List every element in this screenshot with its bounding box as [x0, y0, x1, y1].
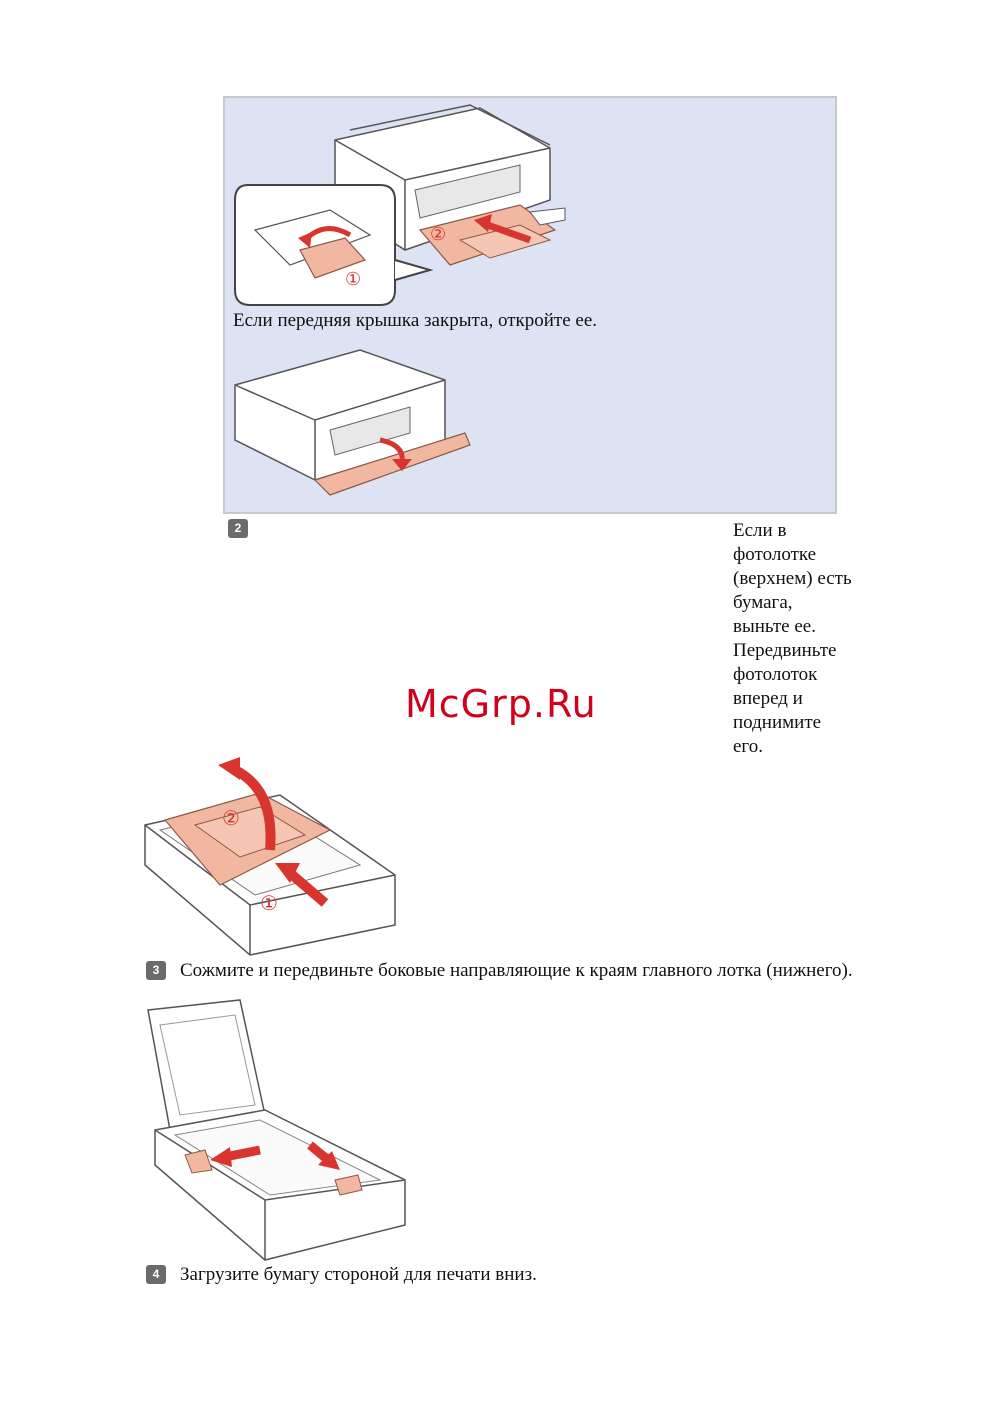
marker-1-icon: ①: [260, 891, 278, 915]
step-badge-4: 4: [146, 1265, 166, 1284]
step-badge-3: 3: [146, 961, 166, 980]
step-3-text: Сожмите и передвиньте боковые направляющ…: [180, 960, 853, 981]
main-tray-guides-illustration: [147, 999, 406, 1261]
step-4-text: Загрузите бумагу стороной для печати вни…: [180, 1264, 537, 1285]
watermark: McGrp.Ru: [405, 682, 597, 726]
photo-tray-lift-illustration: ② ①: [144, 757, 396, 956]
step-2-text: Если в фотолотке (верхнем) есть бумага, …: [733, 520, 852, 757]
marker-1-icon: ①: [345, 269, 361, 290]
note-text: Если передняя крышка закрыта, откройте е…: [233, 310, 597, 331]
marker-2-icon: ②: [222, 806, 240, 830]
step-badge-2: 2: [228, 519, 248, 538]
printer-front-cover-open-illustration: [234, 349, 471, 496]
marker-2-icon: ②: [430, 224, 446, 245]
printer-tray-extend-illustration: ② ①: [234, 104, 566, 306]
